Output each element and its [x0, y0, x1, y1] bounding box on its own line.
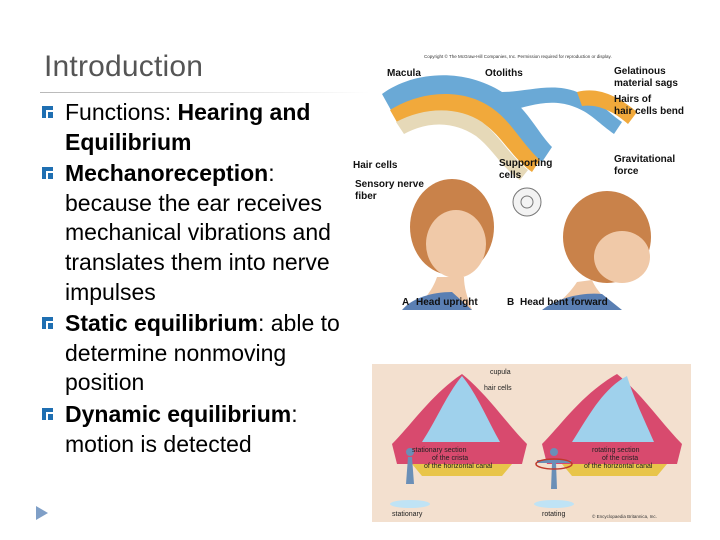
label-rotating-3: of the horizontal canal — [584, 463, 653, 470]
figure-credit: © Encyclopaedia Britannica, Inc. — [592, 513, 657, 519]
label-gelatinous: Gelatinous — [614, 66, 666, 77]
label-head-bent: Head bent forward — [520, 297, 608, 308]
figure-person-left — [390, 448, 430, 508]
figure-person-right — [534, 448, 574, 508]
label-sensory-nerve: Sensory nerve — [355, 179, 424, 190]
label-rotating-2: of the crista — [602, 455, 638, 462]
slide-title: Introduction — [44, 50, 204, 83]
bullet-item: Dynamic equilibrium: motion is detected — [40, 400, 360, 459]
label-gravitational: Gravitational — [614, 154, 675, 165]
label-otoliths: Otoliths — [485, 68, 523, 79]
label-hair-cells: Hair cells — [353, 160, 398, 171]
label-hair-cells-bend: hair cells bend — [614, 106, 684, 117]
rotating-crista — [542, 374, 682, 476]
macula-tissue — [382, 75, 637, 180]
caption-stationary: stationary — [392, 511, 423, 518]
label-head-upright: Head upright — [416, 297, 478, 308]
label-cells: cells — [499, 170, 522, 181]
label-material-sags: material sags — [614, 78, 678, 89]
head-bent-illustration — [542, 191, 651, 310]
bullet-text: : able to determine nonmoving position — [65, 310, 340, 396]
bullet-text: : motion is detected — [65, 400, 298, 457]
next-slide-arrow-icon[interactable] — [36, 506, 48, 520]
bullet-bold: Static equilibrium — [65, 310, 258, 337]
label-b: B — [507, 297, 514, 308]
caption-rotating: rotating — [542, 511, 565, 518]
bullet-marker-icon — [42, 106, 53, 118]
bullet-text: : because the ear receives mechanical vi… — [65, 160, 331, 305]
bullet-marker-icon — [42, 317, 53, 330]
label-stationary-3: of the horizontal canal — [424, 463, 493, 470]
stationary-crista — [392, 374, 527, 476]
bullet-marker-icon — [42, 167, 53, 180]
bullet-label: Functions: — [65, 99, 178, 125]
bullet-item: Mechanoreception: because the ear receiv… — [40, 159, 360, 307]
bullet-bold: Dynamic equilibrium — [65, 400, 292, 427]
label-stationary-2: of the crista — [432, 455, 468, 462]
label-hairs-of: Hairs of — [614, 94, 652, 105]
label-cupula: cupula — [490, 369, 511, 376]
bullet-item: Static equilibrium: able to determine no… — [40, 309, 360, 398]
macula-figure: Copyright © The McGraw-Hill Companies, I… — [353, 53, 684, 310]
label-stationary-1: stationary section — [412, 447, 467, 454]
title-rule — [40, 92, 370, 93]
label-fiber: fiber — [355, 191, 377, 202]
head-upright-illustration — [402, 179, 494, 310]
label-rotating-1: rotating section — [592, 447, 640, 454]
crista-figure: cupula hair cells stationary section of … — [372, 364, 691, 522]
bullet-bold: Mechanoreception — [65, 160, 269, 187]
label-supporting: Supporting — [499, 158, 552, 169]
bullet-list: Functions: Hearing and Equilibrium Mecha… — [40, 98, 360, 461]
label-hair-cells-bottom: hair cells — [484, 385, 512, 392]
ear-diagram — [512, 187, 542, 217]
figure-copyright: Copyright © The McGraw-Hill Companies, I… — [424, 53, 612, 59]
label-force: force — [614, 166, 639, 177]
label-macula: Macula — [387, 68, 421, 79]
bullet-bold: Hearing and Equilibrium — [65, 99, 311, 155]
label-a: A — [402, 297, 409, 308]
bullet-item: Functions: Hearing and Equilibrium — [40, 98, 360, 157]
bullet-marker-icon — [42, 407, 53, 420]
